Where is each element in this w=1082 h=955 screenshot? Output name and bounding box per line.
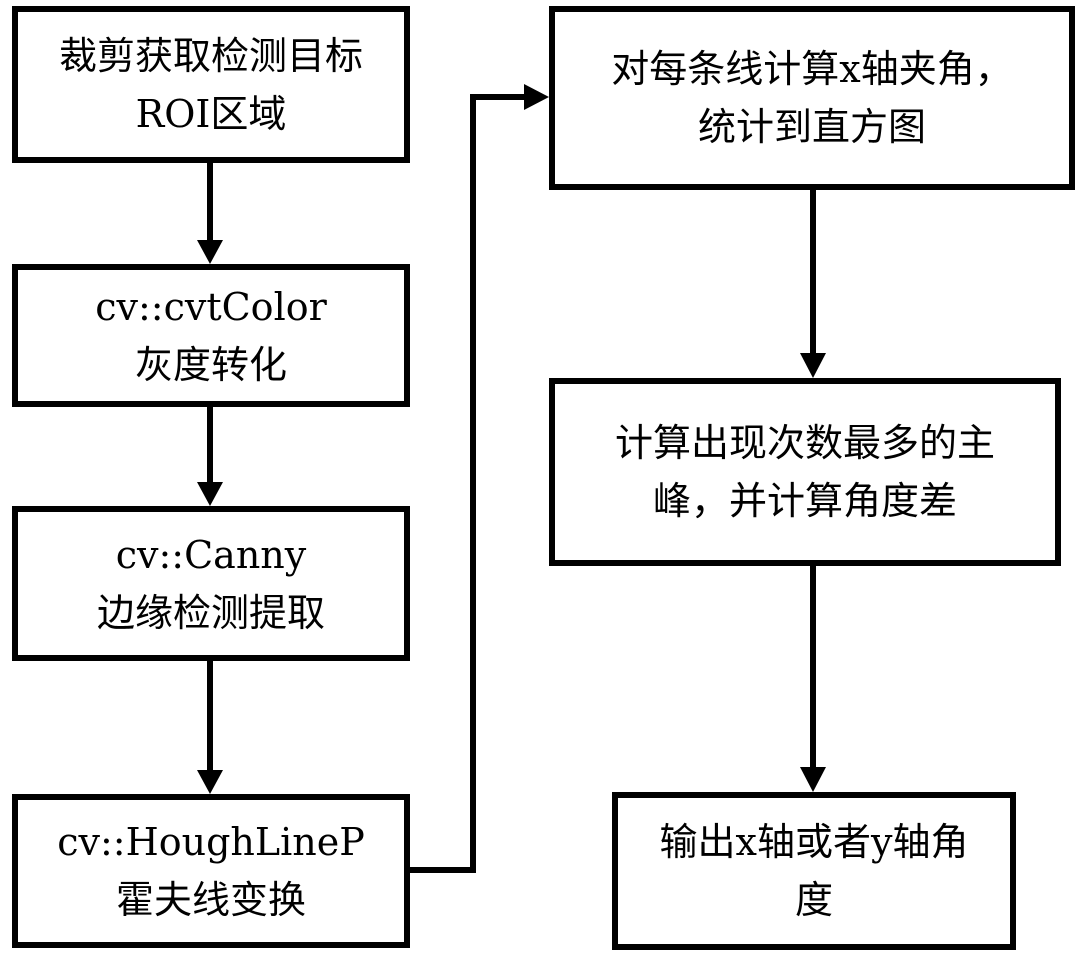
node-roi-crop-line1: 裁剪获取检测目标 — [58, 33, 363, 78]
node-roi-crop-line2: ROI区域 — [135, 91, 287, 136]
node-output-angle-line2: 度 — [794, 878, 833, 922]
node-cvtcolor: cv::cvtColor 灰度转化 — [12, 264, 410, 407]
node-angle-histogram-line2: 统计到直方图 — [697, 105, 926, 149]
node-main-peak-line2: 峰，并计算角度差 — [652, 479, 957, 523]
node-output-angle: 输出x轴或者y轴角 度 — [612, 792, 1016, 950]
node-cvtcolor-line1: cv::cvtColor — [95, 284, 327, 329]
arrowhead-angle-to-peak — [800, 353, 826, 378]
node-hough: cv::HoughLineP 霍夫线变换 — [12, 794, 410, 948]
arrowhead-roi-to-cvtcolor — [197, 240, 223, 264]
arrowhead-peak-to-output — [800, 767, 826, 792]
node-cvtcolor-line2: 灰度转化 — [134, 342, 287, 387]
node-canny: cv::Canny 边缘检测提取 — [12, 506, 410, 661]
node-output-angle-line1: 输出x轴或者y轴角 — [659, 820, 969, 864]
node-canny-line1: cv::Canny — [115, 532, 307, 577]
node-angle-histogram-line1: 对每条线计算x轴夹角， — [611, 47, 1013, 91]
node-canny-line2: 边缘检测提取 — [96, 590, 325, 635]
node-hough-line2: 霍夫线变换 — [115, 878, 306, 922]
node-hough-line1: cv::HoughLineP — [57, 820, 365, 864]
arrow-hough-to-angle — [410, 94, 527, 873]
arrowhead-hough-to-angle — [524, 84, 549, 110]
node-angle-histogram: 对每条线计算x轴夹角， 统计到直方图 — [549, 6, 1075, 190]
arrowhead-canny-to-hough — [197, 770, 223, 794]
node-main-peak: 计算出现次数最多的主 峰，并计算角度差 — [549, 378, 1061, 566]
node-main-peak-line1: 计算出现次数最多的主 — [614, 421, 995, 465]
arrowhead-cvtcolor-to-canny — [197, 482, 223, 506]
node-roi-crop: 裁剪获取检测目标 ROI区域 — [12, 6, 410, 163]
